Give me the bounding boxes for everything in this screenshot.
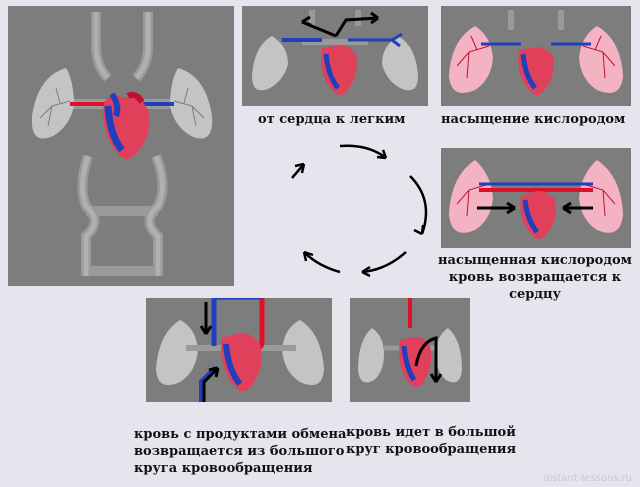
caption-to-systemic-line2: круг кровообращения [346,442,517,457]
caption-return-to-heart-line1: насыщенная кислородом [438,253,632,268]
caption-to-systemic: кровь идет в большой круг кровообращения [346,424,516,458]
cycle-arrow-bottom-right [361,251,407,274]
from-systemic-diagram [156,298,324,402]
caption-return-to-heart-line3: сердцу [509,287,561,302]
panel-return-to-heart [441,148,631,248]
oxygenation-diagram [449,10,623,95]
cycle-arrow-left [291,163,305,179]
panel-from-systemic [146,298,332,402]
caption-return-to-heart-line2: кровь возвращается к [448,270,622,285]
cycle-arrow-top [339,144,387,159]
watermark: distant-lessons.ru [543,473,632,484]
circulation-overview-panel [8,6,234,286]
caption-from-systemic-line1: кровь с продуктами обмена [134,427,347,442]
heart-to-lungs-diagram [252,10,418,95]
circulation-overview-diagram [31,12,213,276]
to-systemic-diagram [358,298,462,387]
cycle-arrow-bottom-left [303,251,341,274]
caption-heart-to-lungs: от сердца к легким [258,112,406,127]
caption-oxygenation: насыщение кислородом [441,112,626,127]
caption-from-systemic: кровь с продуктами обмена возвращается и… [134,426,346,477]
panel-heart-to-lungs [242,6,428,106]
caption-to-systemic-line1: кровь идет в большой [346,425,516,440]
left-lung [31,68,74,139]
caption-from-systemic-line3: круга кровообращения [134,461,313,476]
panel-oxygenation [441,6,631,106]
panel-to-systemic [350,298,470,402]
caption-from-systemic-line2: возвращается из большого [134,444,345,459]
return-to-heart-diagram [449,160,623,239]
right-lung [170,68,213,139]
caption-return-to-heart: насыщенная кислородом кровь возвращается… [432,252,638,303]
